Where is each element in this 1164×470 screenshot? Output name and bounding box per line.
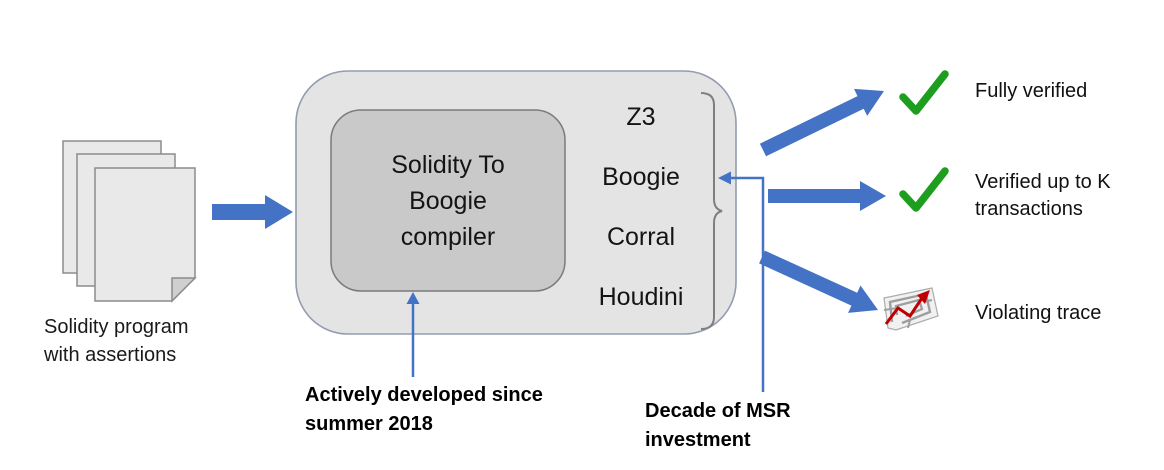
output-arrow-middle — [768, 181, 886, 211]
output-label-verified-k: Verified up to K transactions — [975, 171, 1111, 220]
checkmark-icon — [899, 167, 949, 212]
input-label: Solidity program with assertions — [44, 316, 189, 366]
compiler-note: Actively developed since summer 2018 — [305, 384, 543, 435]
output-label-violating-trace: Violating trace — [975, 302, 1102, 324]
tool-label-corral: Corral — [606, 223, 676, 251]
tool-label-houdini: Houdini — [598, 283, 684, 311]
compiler-note-arrow — [406, 292, 420, 377]
compiler-label: Solidity To Boogie compiler — [391, 150, 505, 251]
compiler-box — [330, 109, 566, 292]
maze-icon — [883, 287, 939, 331]
page-fold-icon — [171, 277, 197, 303]
input-arrow — [212, 195, 293, 229]
tools-note: Decade of MSR investment — [645, 400, 791, 451]
output-arrow-top — [759, 88, 884, 157]
checkmark-icon — [899, 70, 949, 115]
output-label-fully-verified: Fully verified — [975, 80, 1088, 102]
tools-note-arrow — [718, 171, 765, 392]
tool-label-boogie: Boogie — [602, 163, 680, 191]
tools-bracket — [700, 92, 723, 330]
output-arrow-bottom — [759, 250, 878, 313]
tool-label-z3: Z3 — [626, 103, 656, 131]
document-stack — [62, 140, 197, 303]
